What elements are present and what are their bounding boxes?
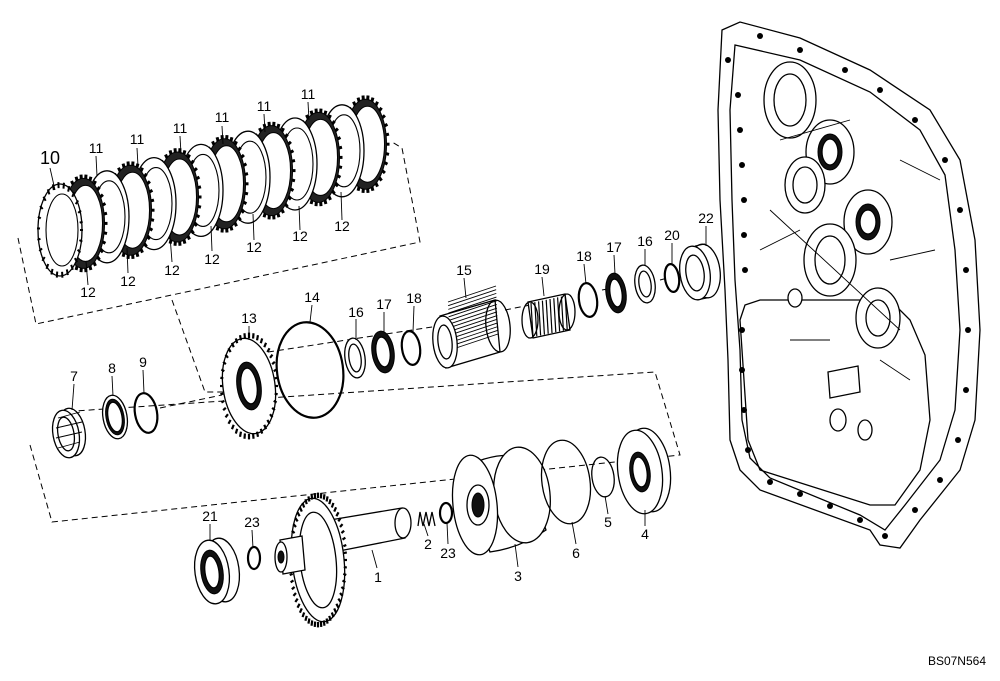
callout-16: 16 [637,234,653,248]
part-3-clutch-drum [448,444,555,557]
callout-12: 12 [164,263,180,277]
callout-19: 19 [534,262,550,276]
callout-15: 15 [456,263,472,277]
callout-12: 12 [334,219,350,233]
parts-7-8-9 [49,391,160,459]
callout-2: 2 [424,537,432,551]
callout-5: 5 [604,515,612,529]
callout-11: 11 [130,132,145,146]
part-2-spring [418,512,435,526]
callout-13: 13 [241,311,257,325]
part-15-splined-sleeve [430,286,512,369]
part-21-bearing [191,536,244,606]
callout-12: 12 [292,229,308,243]
part-4-piston [612,425,675,516]
callout-23: 23 [244,515,260,529]
callout-18: 18 [406,291,422,305]
callout-10: 10 [40,149,60,167]
callout-12: 12 [246,240,262,254]
transmission-housing [718,22,980,548]
callout-14: 14 [304,290,320,304]
callout-17: 17 [376,297,392,311]
callout-9: 9 [139,355,147,369]
callout-11: 11 [215,110,230,124]
callout-11: 11 [257,99,272,113]
part-19-needle-bearing [522,294,575,338]
callout-20: 20 [664,228,680,242]
callout-12: 12 [80,285,96,299]
part-13-gear-disc [217,333,282,440]
parts-16-17-18-washers [342,330,422,380]
callout-6: 6 [572,546,580,560]
callout-4: 4 [641,527,649,541]
part-23-ring-left [248,547,260,569]
callout-7: 7 [70,369,78,383]
link-dashed [172,300,225,392]
callout-11: 11 [301,87,316,101]
callout-23: 23 [440,546,456,560]
right-washers-bearing [577,242,724,318]
callout-8: 8 [108,361,116,375]
part-14-snap-ring [271,318,350,422]
callout-11: 11 [89,141,104,155]
part-23-ring-right [440,503,452,523]
callout-16: 16 [348,305,364,319]
callout-11: 11 [173,121,188,135]
callout-17: 17 [606,240,622,254]
callout-12: 12 [120,274,136,288]
callout-1: 1 [374,570,382,584]
callout-18: 18 [576,249,592,263]
lower-dashed-box [30,372,680,522]
callout-22: 22 [698,211,714,225]
callout-21: 21 [202,509,218,523]
callout-3: 3 [514,569,522,583]
callout-12: 12 [204,252,220,266]
axis-dashed [268,266,745,352]
part-1-gear-shaft [275,493,411,628]
drawing-reference-code: BS07N564 [928,654,986,668]
